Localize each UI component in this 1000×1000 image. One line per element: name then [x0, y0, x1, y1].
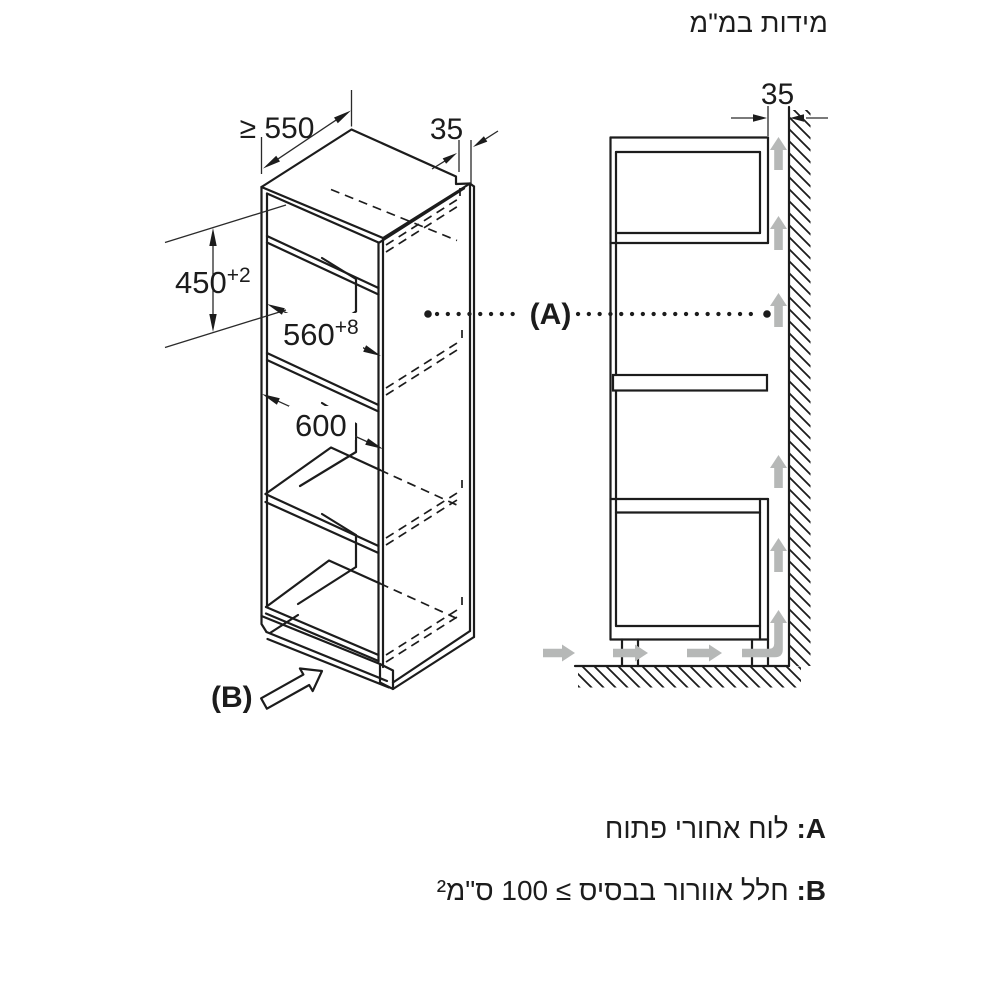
cabinet-shelves — [264, 234, 382, 663]
legend-b-key: B: — [796, 875, 826, 906]
airflow-up-arrow-icon — [770, 538, 787, 572]
niche-center-line-a: (A) — [424, 298, 771, 331]
legend-a-key: A: — [796, 813, 826, 844]
label-a: (A) — [530, 298, 572, 331]
dim-gap-iso-label: 35 — [430, 113, 463, 146]
side-cabinet-outline — [609, 136, 770, 668]
legend-line-b: B: חלל אוורור בבסיס ≥ 100 ס"מ² — [437, 875, 826, 907]
dim-niche-width-label: 560+8 — [283, 316, 359, 352]
airflow-up-arrow-icon — [770, 216, 787, 250]
dimension-wall-gap-side: 35 — [731, 78, 828, 136]
dim-gap-side-label: 35 — [761, 78, 794, 111]
dim-depth-label: ≥ 550 — [240, 112, 315, 145]
dimension-niche-width: 560+8 — [267, 304, 381, 356]
page-title: מידות במ"מ — [689, 8, 828, 38]
label-b: (B) — [211, 681, 253, 714]
legend-line-a: A: לוח אחורי פתוח — [605, 813, 826, 845]
floor-hatching — [578, 666, 801, 688]
airflow-up-arrow-icon — [770, 137, 787, 170]
airflow-right-arrow-icon — [687, 644, 722, 662]
dim-niche-height-label: 450+2 — [175, 264, 251, 300]
legend-b-text: חלל אוורור בבסיס ≥ 100 ס"מ² — [436, 875, 789, 906]
dim-outer-width-label: 600 — [295, 408, 347, 443]
label-b-callout: (B) — [211, 667, 324, 714]
airflow-right-arrow-icon — [613, 644, 648, 662]
dimension-outer-width: 600 — [262, 394, 383, 449]
airflow-right-arrow-icon — [543, 644, 575, 662]
hidden-rear-edges — [330, 188, 463, 663]
dimension-niche-height: 450+2 — [164, 204, 287, 349]
dimension-rear-gap-iso: 35 — [430, 113, 499, 184]
side-view: 35 — [543, 78, 828, 688]
legend-a-text: לוח אחורי פתוח — [604, 813, 789, 844]
airflow-up-arrow-icon — [770, 293, 787, 327]
cabinet-outline — [260, 128, 476, 691]
airflow-elbow-arrow-icon — [742, 610, 787, 658]
dimension-depth: ≥ 550 — [240, 90, 353, 174]
airflow-up-arrow-icon — [770, 455, 787, 488]
airflow-arrows — [543, 137, 787, 662]
side-middle-shelf — [611, 373, 769, 392]
base-vent-arrow-icon — [260, 667, 324, 710]
iso-cabinet-view: ≥ 550 35 450+2 — [164, 90, 499, 714]
wall-hatching — [789, 110, 811, 666]
